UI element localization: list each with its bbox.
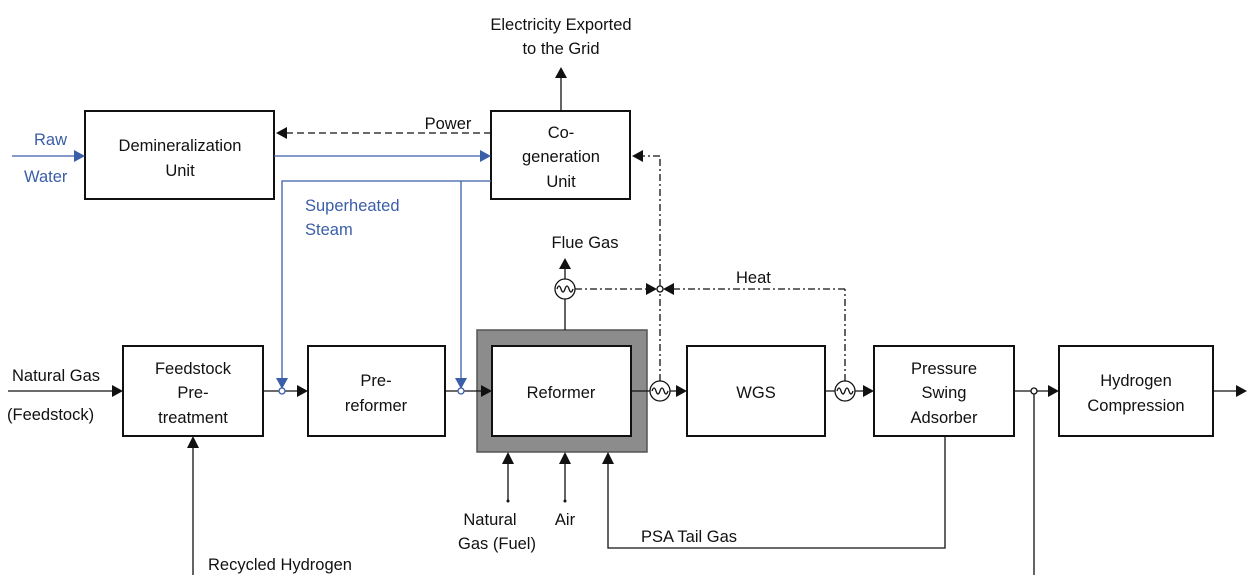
wgs-block: WGS xyxy=(686,345,826,437)
flue-gas-stream: Flue Gas xyxy=(552,234,619,330)
demin-to-cogen-water xyxy=(274,150,491,162)
superheated-steam-label-2: Steam xyxy=(305,221,353,239)
natural-gas-fuel-stream: Natural Gas (Fuel) xyxy=(458,452,536,553)
prereformer-to-reformer xyxy=(445,385,492,397)
flue-gas-arrow xyxy=(559,258,571,269)
prereformer-label-1: Pre- xyxy=(360,372,391,390)
air-stream: Air xyxy=(555,452,576,529)
natural-gas-feedstock-stream: Natural Gas (Feedstock) xyxy=(7,367,123,424)
demineralization-label-1: Demineralization xyxy=(119,137,242,155)
compression-label-2: Compression xyxy=(1087,397,1184,415)
raw-water-label-2: Water xyxy=(24,168,68,186)
hydrogen-product-stream xyxy=(1213,385,1247,397)
feedstock-pretreatment-block: Feedstock Pre- treatment xyxy=(122,345,264,437)
electricity-label-1: Electricity Exported xyxy=(490,16,631,34)
cogeneration-label-2: generation xyxy=(522,148,600,166)
wgs-label: WGS xyxy=(736,384,775,402)
power-stream: Power xyxy=(276,115,491,139)
superheated-steam-lines: Superheated Steam xyxy=(276,180,491,389)
compression-label-1: Hydrogen xyxy=(1100,372,1172,390)
heat-exchanger-wgs-outlet-icon xyxy=(834,380,856,402)
heat-junction-node xyxy=(656,285,664,293)
power-arrow xyxy=(276,127,287,139)
heat-exchanger-reformer-outlet-icon xyxy=(649,380,671,402)
psa-label-2: Swing xyxy=(922,384,967,402)
superheated-steam-label-1: Superheated xyxy=(305,197,400,215)
feedstock-to-prereformer xyxy=(263,385,308,397)
raw-water-arrow xyxy=(74,150,85,162)
raw-water-stream: Raw Water xyxy=(12,131,85,186)
steam-mix-node-1 xyxy=(278,387,286,395)
psa-block: Pressure Swing Adsorber xyxy=(873,345,1015,437)
power-label: Power xyxy=(425,115,472,133)
heat-to-cogen-arrow xyxy=(632,150,643,162)
raw-water-label-1: Raw xyxy=(34,131,67,149)
cogeneration-unit-block: Co- generation Unit xyxy=(490,110,631,200)
electricity-export-stream: Electricity Exported to the Grid xyxy=(490,16,632,111)
natural-gas-fuel-label-1: Natural xyxy=(463,511,516,529)
heat-recovery-stream: Heat xyxy=(575,150,846,381)
electricity-arrow xyxy=(555,67,567,78)
demineralization-unit-block: Demineralization Unit xyxy=(84,110,275,200)
reformer-block: Reformer xyxy=(476,329,648,453)
hydrogen-split-node xyxy=(1030,387,1038,395)
heat-exchanger-flue-gas-icon xyxy=(554,278,576,300)
psa-label-3: Adsorber xyxy=(911,409,978,427)
flue-gas-label: Flue Gas xyxy=(552,234,619,252)
heat-label: Heat xyxy=(736,269,771,287)
psa-to-compression xyxy=(1014,385,1059,575)
psa-tail-gas-label: PSA Tail Gas xyxy=(641,528,737,546)
natural-gas-fuel-label-2: Gas (Fuel) xyxy=(458,535,536,553)
psa-label-1: Pressure xyxy=(911,360,977,378)
cogeneration-label-1: Co- xyxy=(548,124,575,142)
prereformer-block: Pre- reformer xyxy=(307,345,446,437)
feedstock-label-2: Pre- xyxy=(177,384,208,402)
feedstock-label-3: treatment xyxy=(158,409,228,427)
natural-gas-feed-label-2: (Feedstock) xyxy=(7,406,94,424)
natural-gas-feed-label-1: Natural Gas xyxy=(12,367,100,385)
electricity-label-2: to the Grid xyxy=(522,40,599,58)
feedstock-label-1: Feedstock xyxy=(155,360,232,378)
air-label: Air xyxy=(555,511,576,529)
prereformer-label-2: reformer xyxy=(345,397,408,415)
steam-mix-node-2 xyxy=(457,387,465,395)
hydrogen-compression-block: Hydrogen Compression xyxy=(1058,345,1214,437)
demineralization-label-2: Unit xyxy=(165,162,195,180)
recycled-hydrogen-stream: Recycled Hydrogen xyxy=(187,436,352,575)
reformer-label: Reformer xyxy=(527,384,596,402)
cogeneration-label-3: Unit xyxy=(546,173,576,191)
psa-tail-gas-stream: PSA Tail Gas xyxy=(602,436,946,549)
recycled-hydrogen-label: Recycled Hydrogen xyxy=(208,556,352,574)
